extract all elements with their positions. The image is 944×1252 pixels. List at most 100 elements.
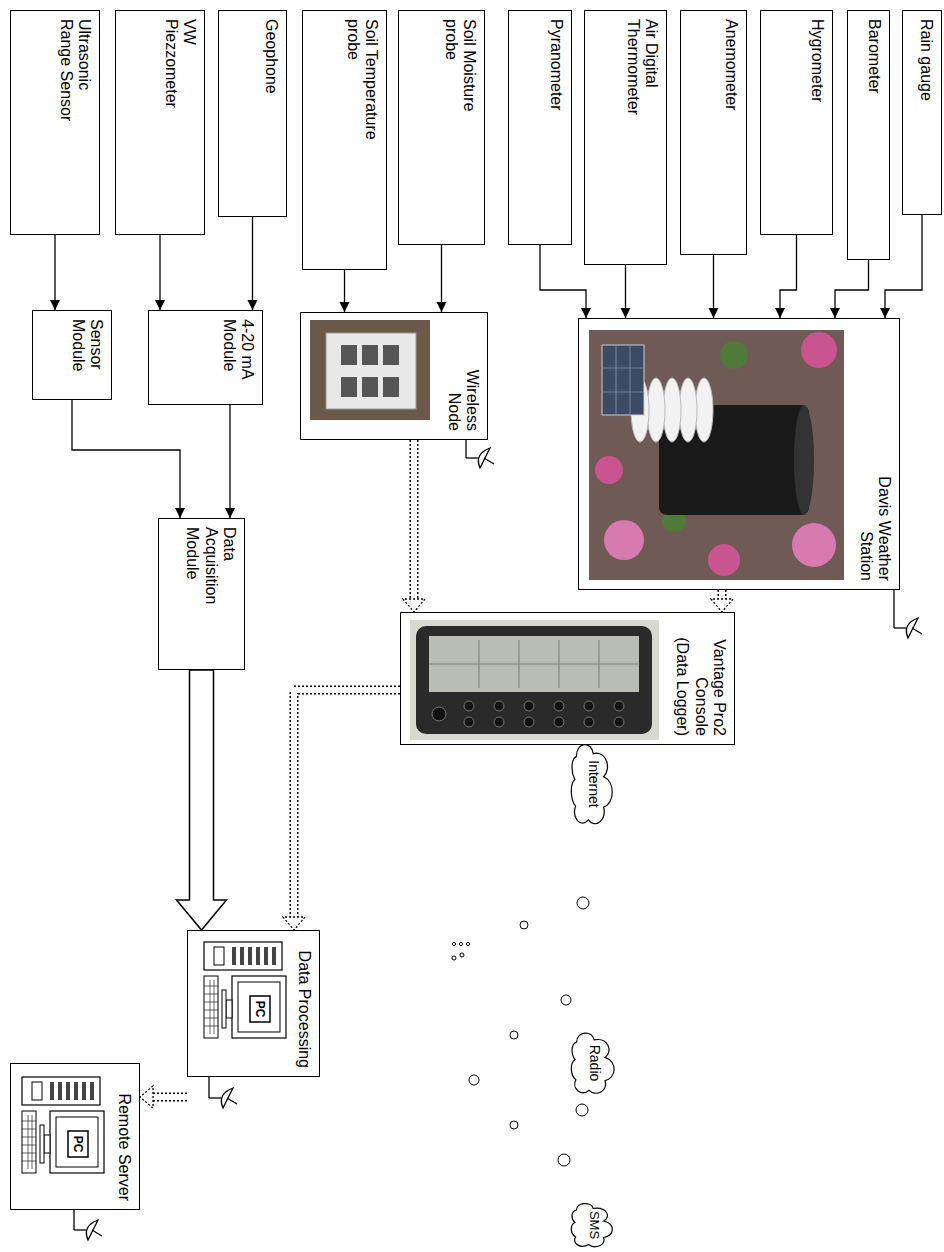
antenna-symbol [894, 618, 922, 638]
photo-ground [310, 320, 430, 420]
connector [283, 690, 400, 930]
node-text: Soil Moisture probe [441, 19, 478, 129]
bubble-dot [510, 1031, 518, 1039]
antenna-wire [208, 1077, 209, 1098]
node-text: Sensor Module [68, 319, 105, 389]
console-button [554, 701, 564, 711]
connector [160, 235, 161, 310]
signal-arrow [780, 235, 797, 318]
wireless-link-rail [718, 590, 727, 599]
sensor-box: VW Piezzometer [115, 10, 205, 235]
antenna-symbol [466, 448, 494, 468]
sensor-box: Rain gauge [902, 10, 942, 215]
antenna-symbol [74, 1220, 102, 1240]
wireless-node-photo [310, 320, 430, 420]
console-lcd [429, 636, 639, 692]
module-box: 4-20 mA Module [148, 310, 263, 405]
enclosure-window [383, 377, 399, 397]
wireless-link-rail [294, 690, 400, 917]
console-button [584, 701, 594, 711]
node-text: 4-20 mA Module [219, 319, 256, 394]
node-text: Pyranometer [547, 19, 565, 111]
node-text: Data Processing [295, 951, 313, 1068]
hollow-arrowhead [140, 1086, 153, 1108]
sensor-box: Geophone [218, 10, 287, 217]
module-box: Data Acquisition Module [158, 518, 245, 670]
enclosure-window [383, 345, 399, 365]
antenna-wire [73, 1210, 74, 1230]
station-box: Wireless Node [300, 312, 488, 440]
connector [713, 255, 714, 318]
connector [344, 270, 345, 312]
photo-ground [589, 330, 844, 580]
signal-arrow [540, 245, 586, 318]
node-enclosure [326, 333, 416, 409]
bubble-dot [466, 942, 469, 945]
console-button [524, 717, 534, 727]
bubble-dot [469, 1075, 479, 1085]
network-cloud: Internet [570, 738, 618, 830]
console-button [614, 701, 624, 711]
console-photo [410, 620, 659, 740]
signal-arrow [625, 265, 626, 318]
console-button [614, 717, 624, 727]
weather-station-photo [589, 330, 844, 580]
signal-arrow [885, 215, 922, 318]
wireless-link-rail [410, 440, 419, 599]
radiation-shield [695, 378, 713, 442]
radiation-shield [663, 378, 681, 442]
bubble-dot [510, 1121, 518, 1129]
cloud-shape [571, 745, 612, 824]
sensor-box: Air Digital Thermometer [584, 10, 667, 265]
antenna-wire [465, 440, 466, 458]
photo-ground [410, 620, 659, 740]
console-body [416, 626, 652, 734]
pc-icon [204, 942, 286, 1038]
sensor-box: Soil Temperature probe [302, 10, 387, 270]
console-button [554, 717, 564, 727]
connector [885, 215, 922, 318]
signal-arrow [252, 217, 253, 310]
enclosure-window [341, 345, 357, 365]
connector [711, 590, 733, 612]
sensor-box: Hygrometer [760, 10, 833, 235]
node-text: Data Acquisition Module [183, 527, 238, 617]
sensor-box: Soil Moisture probe [398, 10, 485, 245]
node-text: Anemometer [722, 19, 740, 111]
console-button [464, 701, 474, 711]
sensor-box: Anemometer [680, 10, 747, 255]
node-text: Geophone [262, 19, 280, 94]
connector [72, 400, 180, 518]
bubble-dot [460, 953, 464, 957]
bubble-dot [561, 995, 571, 1005]
bubble-dot [520, 921, 528, 929]
console-button [494, 701, 504, 711]
sensor-box: Ultrasonic Range Sensor [10, 10, 100, 235]
console-button [494, 717, 504, 727]
sensor-box: Pyranometer [508, 10, 572, 245]
wireless-link-core [411, 440, 417, 599]
antenna-wire [893, 590, 894, 628]
node-text: VW Piezzometer [161, 19, 198, 129]
collector-rim [794, 405, 814, 515]
pc-icon [22, 1077, 104, 1173]
console-button [524, 701, 534, 711]
lcd-segments [429, 640, 639, 688]
flower [801, 332, 837, 368]
solar-panel [602, 345, 644, 415]
node-text: Hygrometer [808, 19, 826, 103]
node-text: SMS [587, 1211, 602, 1239]
enclosure-window [362, 377, 378, 397]
leaf [720, 341, 748, 369]
node-text: Soil Temperature probe [343, 19, 380, 149]
bubble-dot [577, 897, 589, 909]
console-button [584, 717, 594, 727]
network-cloud: Radio [570, 1028, 620, 1098]
node-text: Rain gauge [917, 19, 935, 101]
hollow-arrowhead [403, 599, 425, 612]
node-text: Ultrasonic Range Sensor [56, 19, 93, 129]
